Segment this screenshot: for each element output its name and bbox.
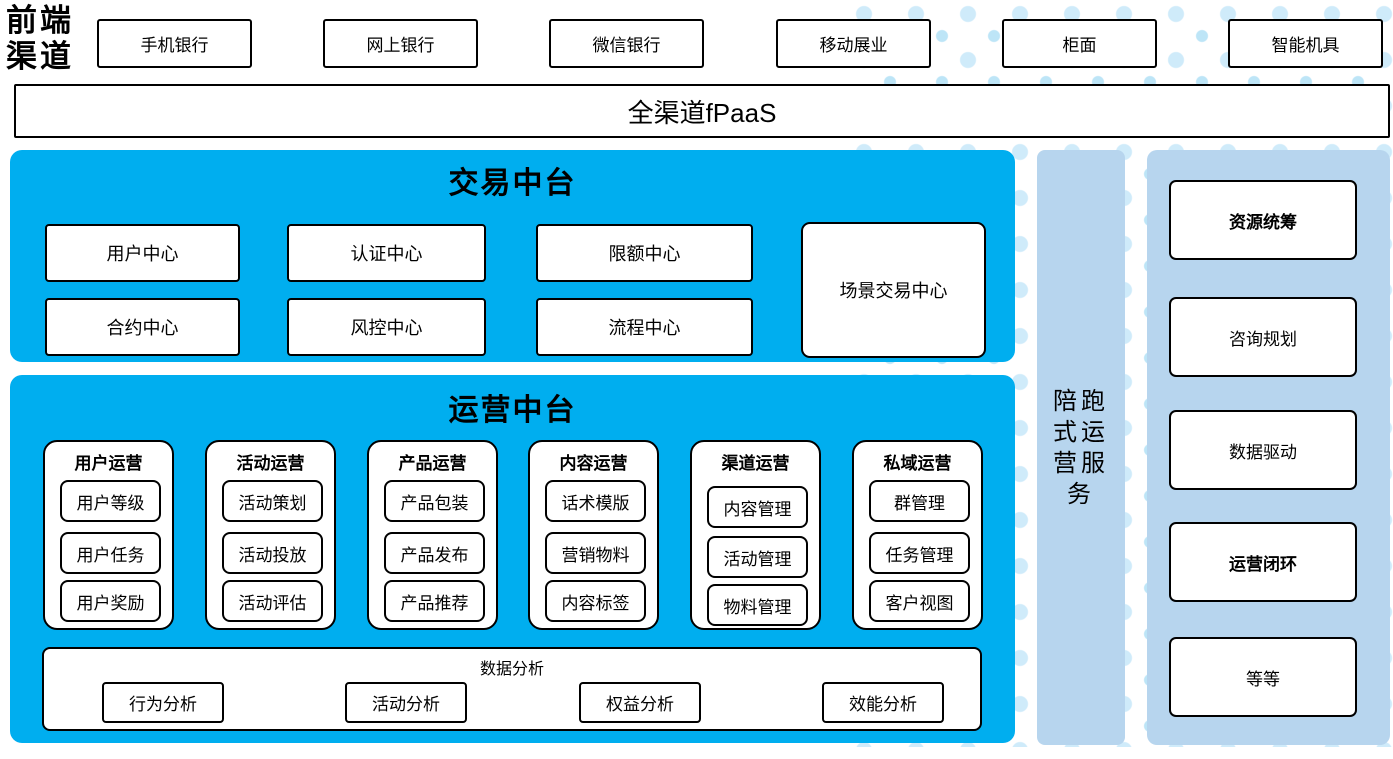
column-item: 活动管理 bbox=[707, 536, 808, 578]
column-item: 话术模版 bbox=[545, 480, 646, 522]
column-item: 产品包装 bbox=[384, 480, 485, 522]
transaction-panel-title: 交易中台 bbox=[448, 167, 577, 200]
service-box-consulting: 咨询规划 bbox=[1169, 297, 1357, 377]
channel-box-mobile-outreach: 移动展业 bbox=[776, 19, 931, 68]
center-box-limit: 限额中心 bbox=[536, 224, 753, 282]
column-item: 物料管理 bbox=[707, 584, 808, 626]
service-panel: 资源统筹 咨询规划 数据驱动 运营闭环 等等 bbox=[1147, 150, 1390, 745]
front-channels-label: 前端渠道 bbox=[6, 3, 74, 74]
column-item: 用户奖励 bbox=[60, 580, 161, 622]
center-box-contract: 合约中心 bbox=[45, 298, 240, 356]
column-item: 产品推荐 bbox=[384, 580, 485, 622]
center-box-process: 流程中心 bbox=[536, 298, 753, 356]
column-item: 群管理 bbox=[869, 480, 970, 522]
column-header: 私域运营 bbox=[883, 454, 952, 473]
column-header: 产品运营 bbox=[398, 454, 467, 473]
column-header: 渠道运营 bbox=[721, 454, 790, 473]
column-item: 活动策划 bbox=[222, 480, 323, 522]
analysis-item: 权益分析 bbox=[579, 682, 701, 723]
data-analysis-box: 数据分析 行为分析 活动分析 权益分析 效能分析 bbox=[42, 647, 982, 731]
operation-column-private-domain: 私域运营 群管理 任务管理 客户视图 bbox=[852, 440, 983, 630]
column-item: 客户视图 bbox=[869, 580, 970, 622]
accompany-service-strip: 陪跑式运营服务 bbox=[1037, 150, 1125, 745]
column-item: 用户任务 bbox=[60, 532, 161, 574]
center-box-risk: 风控中心 bbox=[287, 298, 486, 356]
operation-column-activity: 活动运营 活动策划 活动投放 活动评估 bbox=[205, 440, 336, 630]
service-box-closed-loop: 运营闭环 bbox=[1169, 522, 1357, 602]
operation-column-channel: 渠道运营 内容管理 活动管理 物料管理 bbox=[690, 440, 821, 630]
center-box-auth: 认证中心 bbox=[287, 224, 486, 282]
channel-box-mobile-banking: 手机银行 bbox=[97, 19, 252, 68]
column-header: 内容运营 bbox=[559, 454, 628, 473]
column-header: 用户运营 bbox=[74, 454, 143, 473]
accompany-service-label: 陪跑式运营服务 bbox=[1053, 387, 1109, 508]
service-box-resource: 资源统筹 bbox=[1169, 180, 1357, 260]
service-box-data-driven: 数据驱动 bbox=[1169, 410, 1357, 490]
column-header: 活动运营 bbox=[236, 454, 305, 473]
analysis-item: 效能分析 bbox=[822, 682, 944, 723]
service-box-etc: 等等 bbox=[1169, 637, 1357, 717]
column-item: 内容管理 bbox=[707, 486, 808, 528]
analysis-item: 行为分析 bbox=[102, 682, 224, 723]
analysis-item: 活动分析 bbox=[345, 682, 467, 723]
column-item: 内容标签 bbox=[545, 580, 646, 622]
column-item: 活动投放 bbox=[222, 532, 323, 574]
fpaas-bar: 全渠道fPaaS bbox=[14, 84, 1390, 138]
operation-column-user: 用户运营 用户等级 用户任务 用户奖励 bbox=[43, 440, 174, 630]
column-item: 任务管理 bbox=[869, 532, 970, 574]
column-item: 营销物料 bbox=[545, 532, 646, 574]
channel-box-counter: 柜面 bbox=[1002, 19, 1157, 68]
channel-box-wechat-banking: 微信银行 bbox=[549, 19, 704, 68]
column-item: 用户等级 bbox=[60, 480, 161, 522]
column-item: 产品发布 bbox=[384, 532, 485, 574]
data-analysis-title: 数据分析 bbox=[479, 661, 544, 678]
operation-column-product: 产品运营 产品包装 产品发布 产品推荐 bbox=[367, 440, 498, 630]
center-box-user: 用户中心 bbox=[45, 224, 240, 282]
operation-column-content: 内容运营 话术模版 营销物料 内容标签 bbox=[528, 440, 659, 630]
channel-box-smart-devices: 智能机具 bbox=[1228, 19, 1383, 68]
operation-panel-title: 运营中台 bbox=[448, 394, 577, 427]
column-item: 活动评估 bbox=[222, 580, 323, 622]
scene-transaction-center-box: 场景交易中心 bbox=[801, 222, 986, 358]
channel-box-online-banking: 网上银行 bbox=[323, 19, 478, 68]
